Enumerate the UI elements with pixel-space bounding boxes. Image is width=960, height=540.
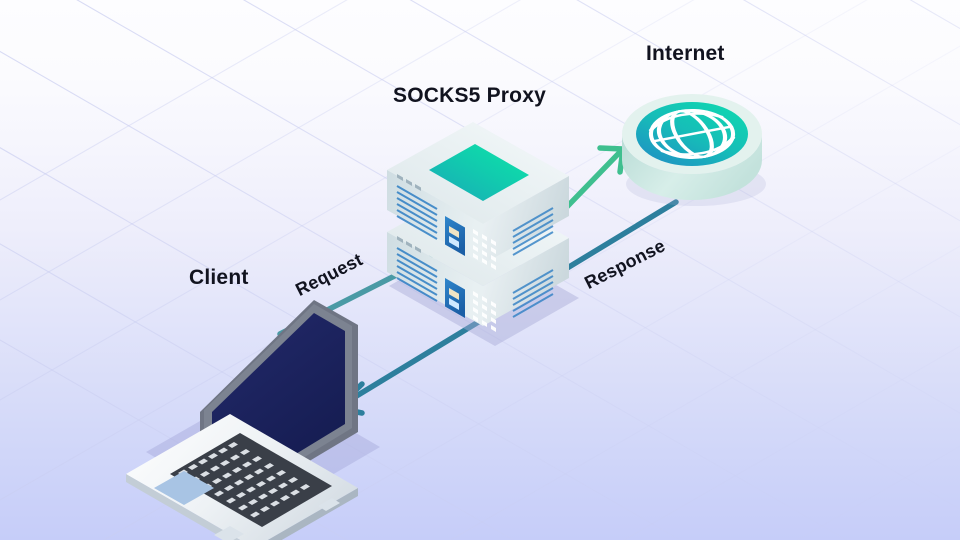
laptop-screen [212, 313, 345, 485]
client-node-label: Client [189, 266, 249, 289]
connector-response [334, 199, 679, 416]
globe-shadow [626, 162, 766, 206]
page-title: SOCKS5 Proxy [393, 84, 546, 107]
globe-svg [622, 94, 766, 206]
connector-proxy-to-internet [557, 145, 626, 217]
server-vents-right-lower [512, 269, 554, 318]
globe-disc [636, 102, 748, 166]
laptop-icon [118, 292, 380, 540]
globe-puck-top [622, 94, 762, 174]
server-status-lights-upper [397, 174, 421, 191]
server-top-panel [429, 144, 529, 201]
server-unit-upper [387, 122, 569, 270]
globe-puck-icon [608, 72, 798, 222]
laptop-base [126, 414, 358, 540]
response-connector-label: Response [581, 235, 669, 293]
globe-wireframe [648, 109, 736, 159]
server-indicator-lower [445, 278, 465, 318]
laptop-shadow [146, 382, 380, 518]
laptop-keyboard [170, 433, 332, 527]
internet-node-label: Internet [646, 42, 725, 65]
laptop-trackpad [154, 471, 214, 505]
server-vents-left-lower [396, 247, 438, 302]
laptop-keys [178, 442, 310, 518]
request-connector-label: Request [292, 249, 366, 300]
server-vents-left-upper [396, 185, 438, 240]
server-indicator-upper [445, 216, 465, 256]
server-unit-lower [387, 184, 569, 332]
globe-puck-side [622, 134, 762, 200]
laptop-svg [126, 300, 380, 540]
server-dot-matrix-lower [473, 291, 496, 332]
server-stack-svg [387, 122, 579, 346]
server-dot-matrix-upper [473, 229, 496, 270]
server-status-lights-lower [397, 236, 421, 253]
server-shadow [389, 238, 579, 346]
server-vents-right-upper [512, 207, 554, 256]
server-stack-icon [373, 108, 603, 346]
laptop-bezel [200, 300, 358, 500]
